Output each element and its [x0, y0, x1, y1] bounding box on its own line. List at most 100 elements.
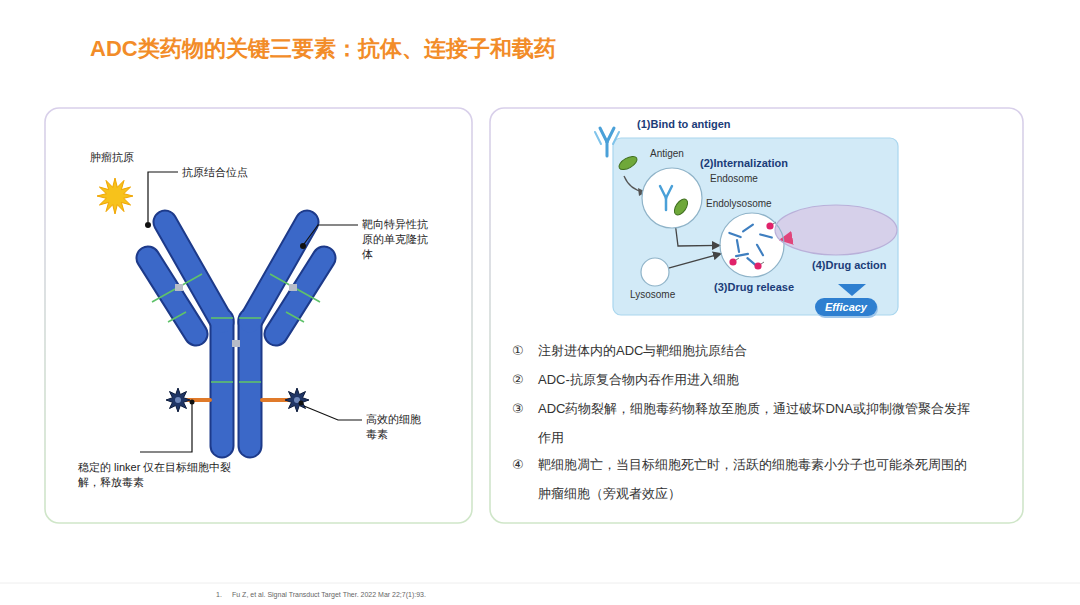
antibody	[232, 340, 240, 347]
cytotoxin-star	[166, 388, 190, 412]
antibody-fragment	[729, 233, 740, 237]
free-antibody	[595, 128, 619, 156]
node-outline	[720, 213, 784, 277]
cell	[613, 138, 898, 315]
list-number: ④	[512, 450, 524, 479]
title: ADC类药物的关键三要素：抗体、连接子和载药	[90, 34, 556, 64]
list-text: ADC-抗原复合物内吞作用进入细胞	[538, 365, 978, 394]
antibody	[240, 320, 261, 446]
lysosome-circle: Lysosome	[641, 258, 669, 286]
antibody	[152, 274, 320, 382]
antibody-fragment	[736, 254, 748, 256]
left-panel	[45, 108, 472, 523]
step-label: (2)Internalization	[700, 157, 788, 169]
antibody	[175, 284, 297, 347]
node-label: Efficacy	[825, 301, 867, 313]
antibody	[211, 317, 233, 319]
antibody	[210, 320, 235, 446]
node-label: Endolysosome	[706, 198, 772, 209]
outline	[641, 258, 669, 286]
drug-molecule	[754, 262, 761, 269]
endolysosome-circle: Endolysosome(3)Drug release	[720, 213, 784, 277]
antibody	[239, 381, 261, 383]
leader-dots	[145, 222, 306, 406]
step-label: (1)Bind to antigen	[637, 118, 731, 130]
outline	[642, 168, 702, 228]
callout-label: 高效的细胞毒素	[366, 412, 424, 442]
leader-lines	[140, 172, 362, 452]
leader-lines	[148, 172, 178, 222]
antibody	[175, 284, 183, 291]
antibody	[148, 222, 324, 446]
node-label: Lysosome	[630, 289, 675, 300]
antibody	[289, 284, 297, 291]
free-antibody	[607, 128, 614, 142]
part-label: Antigen	[650, 148, 684, 159]
antibody	[238, 320, 263, 446]
list-text: 注射进体内的ADC与靶细胞抗原结合	[538, 336, 978, 365]
list-number: ②	[512, 365, 524, 394]
endolysosome-fill	[720, 213, 784, 277]
antibody	[211, 381, 233, 383]
endosome-circle: Endosome	[642, 168, 702, 228]
antibody	[270, 274, 320, 302]
node-outline	[642, 168, 702, 228]
free-antibody	[600, 128, 607, 142]
outline	[720, 213, 784, 277]
efficacy-chevron	[838, 284, 866, 296]
antibody	[148, 222, 324, 446]
efficacy-banner: Efficacy	[815, 298, 877, 316]
toxins	[166, 388, 309, 412]
list-number: ③	[512, 394, 524, 423]
callout-label: 稳定的 linker 仅在目标细胞中裂解，释放毒素	[78, 460, 243, 490]
nucleus-fill	[775, 205, 897, 255]
leader-lines	[304, 406, 362, 420]
tumor-antigen-sun	[97, 178, 133, 214]
endosome-cargo	[665, 198, 668, 210]
lysosome-fill	[641, 258, 669, 286]
endosome-cargo	[672, 197, 691, 217]
list-text: ADC药物裂解，细胞毒药物释放至胞质，通过破坏DNA或抑制微管聚合发挥作用	[538, 394, 978, 452]
node-label: (3)Drug release	[714, 281, 794, 293]
leader-lines	[304, 225, 358, 244]
connector-arrow	[668, 254, 721, 269]
endosome-cargo	[660, 186, 690, 217]
node-outline	[775, 205, 897, 255]
endosome-cargo	[666, 186, 672, 198]
callout-label: 肿瘤抗原	[90, 150, 134, 165]
leader-dots	[300, 243, 306, 249]
antibody	[168, 312, 186, 322]
free-antibody	[613, 132, 619, 144]
antibody	[152, 274, 202, 302]
footnote-number: 1.	[216, 591, 222, 598]
leader-dots	[190, 400, 195, 405]
callout-label: 靶向特异性抗原的单克隆抗体	[362, 217, 434, 262]
antibody	[276, 258, 324, 334]
cytotoxin-star	[285, 388, 309, 412]
free-antibody	[606, 142, 609, 156]
endosome-fill	[642, 168, 702, 228]
antibody-fragment	[757, 245, 763, 255]
drug-molecule	[766, 222, 773, 229]
list-number: ①	[512, 336, 524, 365]
outline	[775, 205, 897, 255]
antigen	[617, 154, 639, 173]
node-outline	[641, 258, 669, 286]
antibody	[212, 320, 233, 446]
antibody	[148, 258, 196, 334]
node-label: (4)Drug action	[812, 259, 887, 271]
antibody-fragment	[760, 234, 772, 237]
endosome-cargo	[660, 186, 666, 198]
antibody	[286, 312, 304, 322]
antibody-fragment	[743, 225, 753, 232]
banner-fill	[815, 298, 877, 316]
leader-lines	[140, 404, 192, 452]
free-antibody	[595, 132, 601, 144]
antibody	[239, 317, 261, 319]
node-label: Endosome	[710, 173, 758, 184]
right-panel	[490, 108, 1023, 523]
callout-label: 抗原结合位点	[182, 165, 248, 180]
